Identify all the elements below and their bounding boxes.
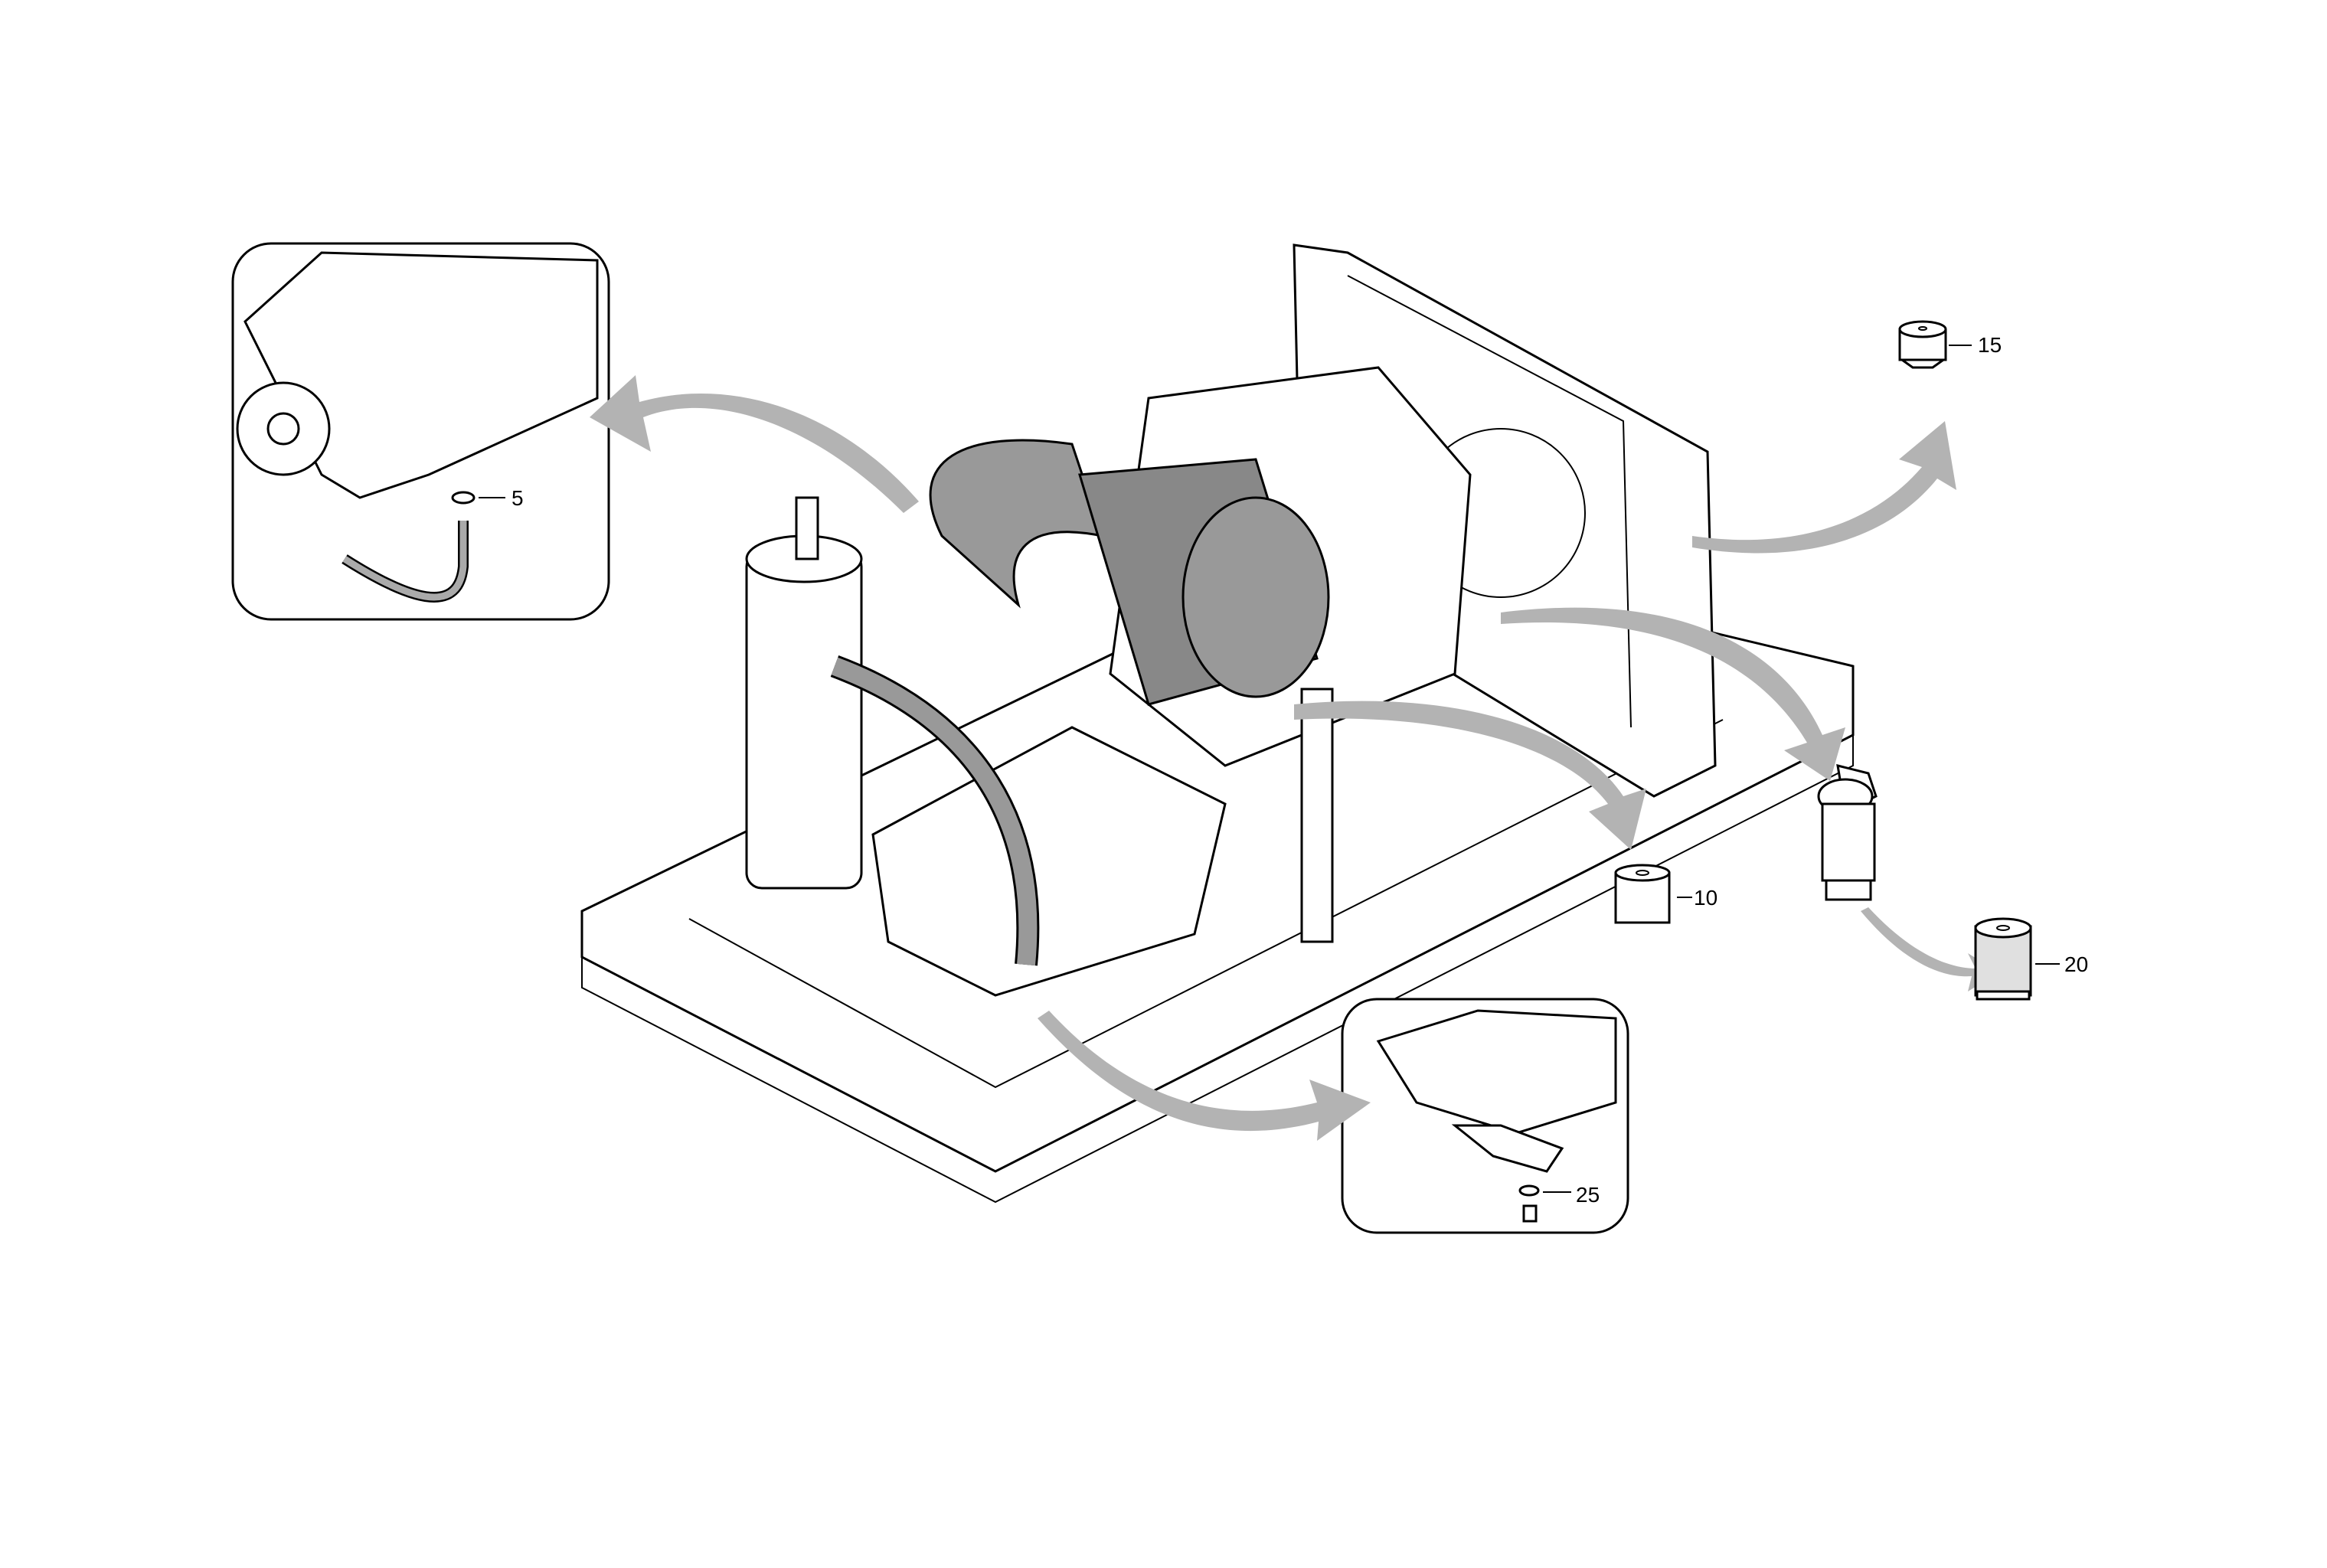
air-filter [1078,458,1330,706]
arrow-to-20 [1861,907,1999,991]
inset-engine-drain: 5 [231,242,610,621]
flow-arrows [590,375,1999,1141]
part-20-filter: 20 [1974,917,2088,1001]
arrow-to-inset-25 [1038,1011,1371,1141]
callout-15: 15 [1978,333,2002,357]
inset-compressor-drain: 25 [1341,998,1629,1234]
arrow-to-inset-5 [590,375,919,513]
arrow-to-filter-housing [1501,607,1845,781]
callout-25: 25 [1576,1183,1600,1207]
part-15-filter: 15 [1898,320,2002,369]
arrow-to-10 [1294,701,1646,850]
callout-20: 20 [2064,952,2088,976]
callout-10: 10 [1694,886,1717,910]
compressor-assembly [580,243,1855,1204]
callout-5: 5 [511,486,524,510]
part-10-filter: 10 [1614,864,1717,924]
arrow-to-15 [1692,421,1956,554]
fuel-filter-housing [1817,763,1878,901]
